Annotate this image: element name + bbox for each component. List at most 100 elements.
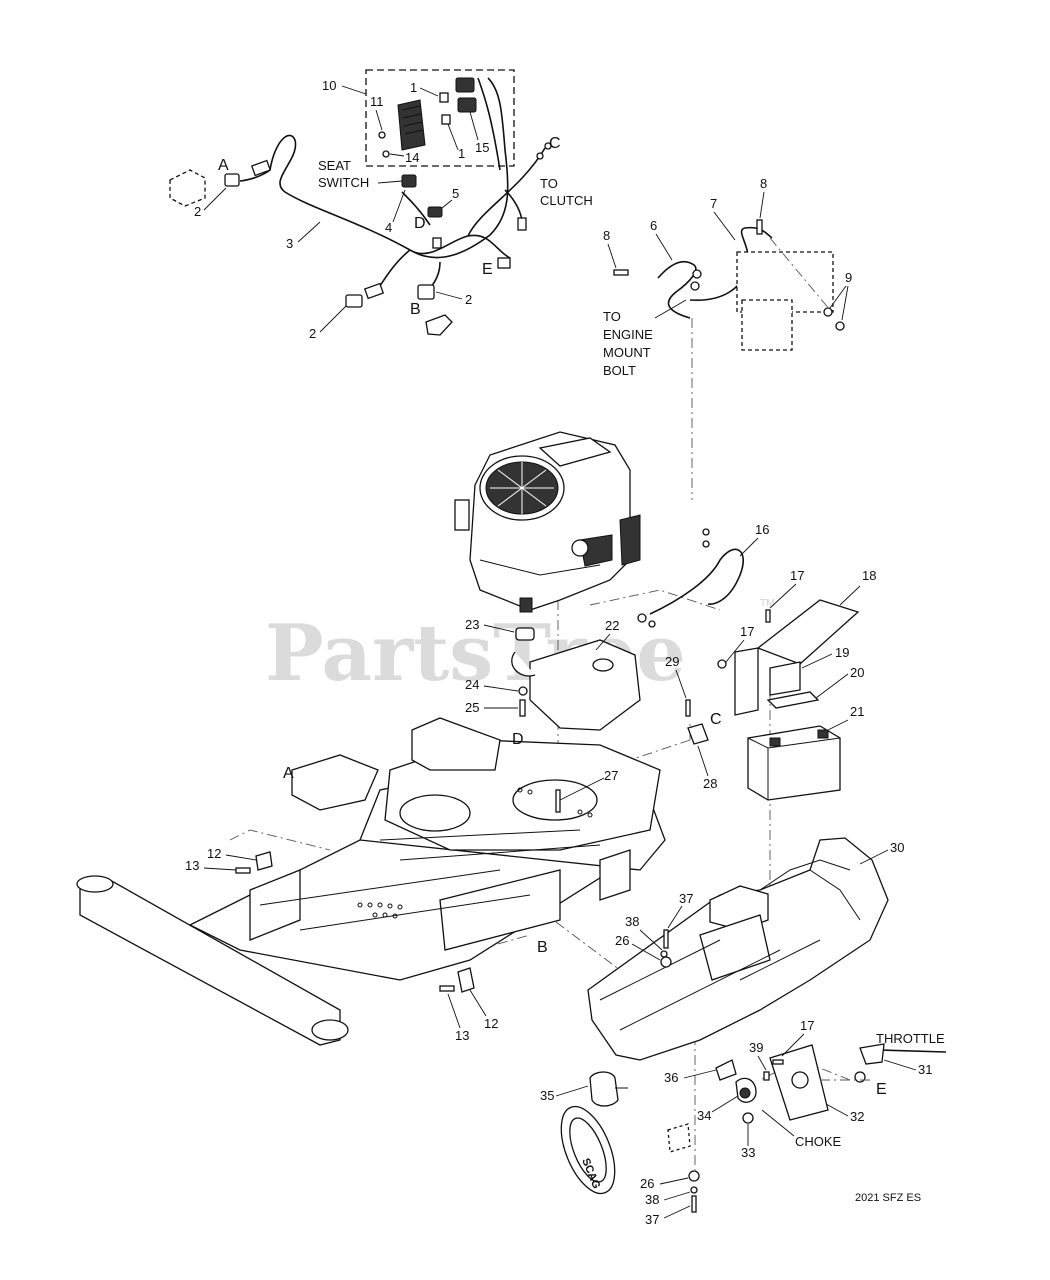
screw-17-left [717,659,727,669]
frame-holes [357,787,593,919]
connector-a-label: A [218,157,229,174]
battery-hold-down[interactable] [717,599,860,716]
fuse-1b [441,114,451,125]
frame[interactable] [76,717,666,1046]
bolt-8-left[interactable] [613,269,629,276]
washer-26-top [660,956,672,968]
battery[interactable] [747,725,841,801]
plug-2-bottom[interactable] [345,294,363,308]
screw-17-panel [772,1059,784,1065]
callout-2-b: 2 [465,292,472,307]
callout-11: 11 [370,94,384,109]
connector-c-label-solenoid: C [710,711,722,728]
gasket-23 [515,627,535,641]
throttle-label: THROTTLE [876,1031,945,1046]
nut-9a[interactable] [823,307,833,317]
screw-11 [378,131,386,139]
connector-a-frame-label: A [283,765,294,782]
battery-cover-18 [756,599,860,665]
wire-harness-3[interactable] [239,77,546,293]
callout-28: 28 [703,776,717,791]
plug-2-b[interactable] [417,284,435,300]
to-clutch-label-2: CLUTCH [540,193,593,208]
bolt-13-top[interactable] [235,867,251,874]
watermark-tm: TM [760,598,774,609]
battery-cables[interactable] [613,219,845,351]
washer-24 [518,686,528,696]
callout-25: 25 [465,700,479,715]
callout-3: 3 [286,236,293,251]
cable-16[interactable] [649,548,745,615]
ignition-key[interactable]: SCAG [550,1071,628,1201]
relay-module-group-10[interactable] [365,69,515,167]
callout-17-panel: 17 [800,1018,814,1033]
muffler[interactable] [511,627,641,731]
callout-8-left: 8 [603,228,610,243]
bracket-12-top[interactable] [255,851,273,871]
callout-7: 7 [710,196,717,211]
fuse-block [397,99,426,151]
switch-5[interactable] [427,206,443,218]
seat-switch-label-1: SEAT [318,158,351,173]
callout-29: 29 [665,654,679,669]
callout-14: 14 [405,150,419,165]
bolt-27 [555,789,561,813]
seat-switch-4[interactable] [401,174,417,188]
bolt-29 [685,699,691,717]
callout-12-bottom: 12 [484,1016,498,1031]
engine-mount-label-2: ENGINE [603,327,653,342]
screw-38-top [660,950,668,958]
diagram-code: 2021 SFZ ES [855,1192,921,1204]
washer-26-bottom [688,1170,700,1182]
callout-12-top: 12 [207,846,221,861]
screw-38-bottom [690,1186,698,1194]
engine-mount-label-4: BOLT [603,363,636,378]
seat-switch-label-2: SWITCH [318,175,369,190]
connector-c-label: C [549,135,561,152]
bolt-37-top [663,929,669,949]
switch-bracket-b [425,314,453,336]
screw-17-top [765,609,771,623]
ignition-panel[interactable] [715,1044,829,1124]
callout-6: 6 [650,218,657,233]
callout-37-bottom: 37 [645,1212,659,1227]
callout-30: 30 [890,840,904,855]
solenoid[interactable] [685,699,709,745]
callout-39: 39 [749,1040,763,1055]
nut-9b[interactable] [835,321,845,331]
callout-9: 9 [845,270,852,285]
light-36 [715,1059,737,1081]
callout-13-top: 13 [185,858,199,873]
bolt-13-bottom[interactable] [439,985,455,992]
callout-10: 10 [322,78,336,93]
callout-4: 4 [385,220,392,235]
screw-14 [382,150,390,158]
callout-16: 16 [755,522,769,537]
fuse-1a [439,92,449,103]
relay-15 [457,97,477,113]
callout-19: 19 [835,645,849,660]
bracket-12-bottom[interactable] [457,967,475,993]
cable-6 [657,261,697,319]
choke-label: CHOKE [795,1134,842,1149]
callout-35: 35 [540,1088,554,1103]
callout-32: 32 [850,1109,864,1124]
screw-39 [763,1071,770,1081]
callout-33: 33 [741,1145,755,1160]
front-console[interactable] [587,837,889,1061]
callout-26-top: 26 [615,933,629,948]
callout-13-bottom: 13 [455,1028,469,1043]
oil-fill [454,499,470,531]
throttle-control[interactable] [854,1043,947,1083]
callout-26-bottom: 26 [640,1176,654,1191]
callout-24: 24 [465,677,479,692]
connector-e-label: E [482,261,493,278]
connector-b-label: B [410,301,421,318]
bolt-8-right[interactable] [756,219,763,235]
engine[interactable] [454,431,641,613]
bracket-19 [769,661,801,696]
plug-2-top[interactable] [224,173,240,187]
dash-outline-connector-a [169,169,206,207]
callout-31: 31 [918,1062,932,1077]
